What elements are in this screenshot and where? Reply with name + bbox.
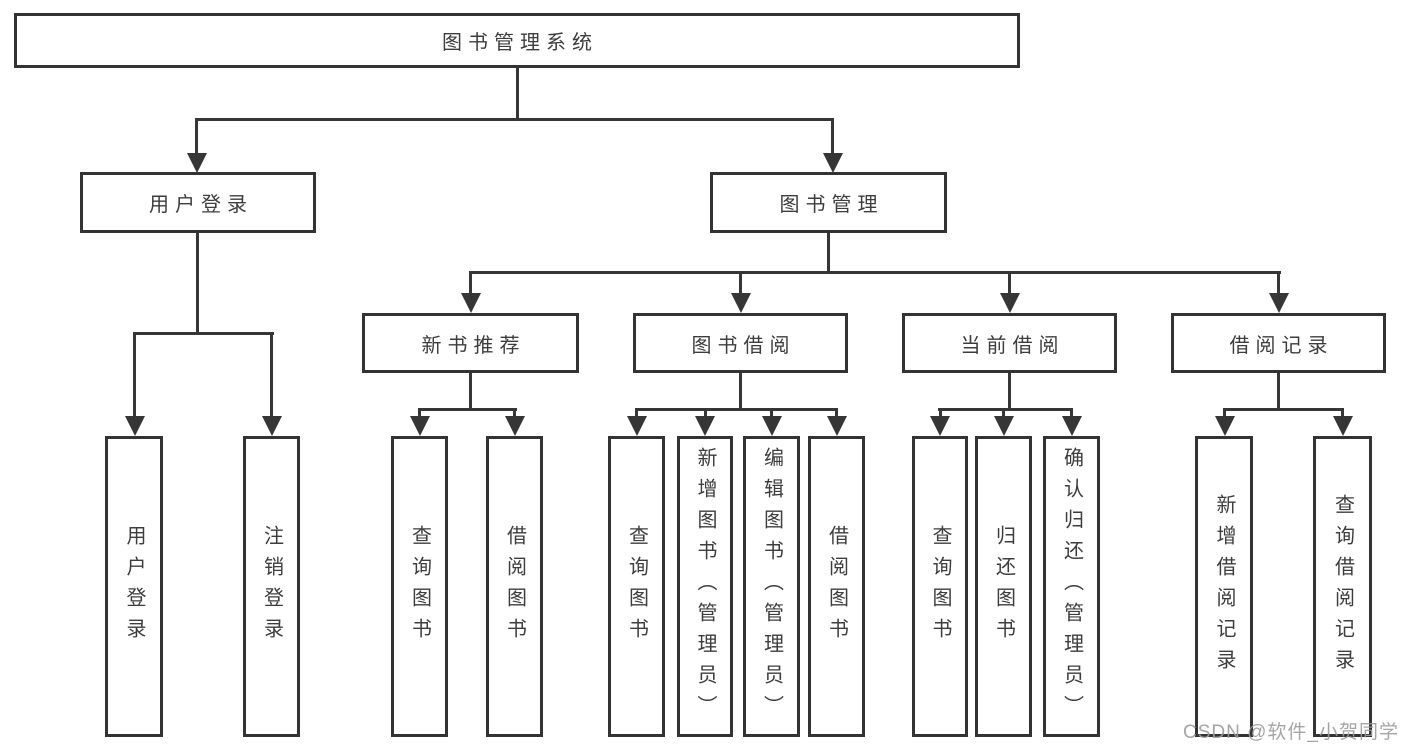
node-br-query-record: 查询借阅记录 <box>1313 436 1372 737</box>
arrow-down-icon <box>1269 293 1289 313</box>
node-leaf-user-login-label: 用户登录 <box>123 524 145 649</box>
arrow-down-icon <box>827 416 847 436</box>
node-root-label: 图书管理系统 <box>442 32 598 54</box>
arrow-down-icon <box>731 293 751 313</box>
node-book-borrowing-label: 图书借阅 <box>691 334 796 357</box>
connector-line <box>635 411 638 417</box>
node-nbr-borrow-books-label: 借阅图书 <box>503 524 526 649</box>
arrow-down-icon <box>410 416 430 436</box>
connector-line <box>418 411 421 417</box>
arrow-down-icon <box>1000 293 1020 313</box>
node-new-book-recommend-label: 新书推荐 <box>421 334 526 357</box>
arrow-down-icon <box>187 153 207 173</box>
node-book-management-label: 图书管理 <box>779 194 884 216</box>
node-cb-confirm-return-admin-label: 确认归还（管理员） <box>1060 447 1083 726</box>
connector-line <box>827 233 830 273</box>
connector-line <box>939 411 942 417</box>
connector-line <box>635 408 838 411</box>
node-cb-confirm-return-admin: 确认归还（管理员） <box>1043 436 1100 737</box>
connector-line <box>469 271 1281 274</box>
arrow-down-icon <box>823 153 843 173</box>
node-cb-query-books-label: 查询图书 <box>929 524 951 649</box>
node-leaf-user-login: 用户登录 <box>105 436 163 737</box>
arrow-down-icon <box>1062 416 1082 436</box>
arrow-down-icon <box>125 416 145 436</box>
node-bb-edit-books-admin: 编辑图书（管理员） <box>743 436 800 737</box>
node-current-borrowing-label: 当前借阅 <box>960 334 1065 357</box>
connector-line <box>195 118 834 121</box>
connector-line <box>835 411 838 417</box>
node-bb-borrow-books-label: 借阅图书 <box>825 524 848 649</box>
arrow-down-icon <box>930 416 950 436</box>
node-leaf-logout: 注销登录 <box>243 436 300 737</box>
arrow-down-icon <box>1333 416 1353 436</box>
node-bb-edit-books-admin-label: 编辑图书（管理员） <box>760 447 783 726</box>
connector-line <box>1070 411 1073 417</box>
connector-line <box>1008 274 1011 294</box>
connector-line <box>133 335 136 417</box>
arrow-down-icon <box>505 416 525 436</box>
node-new-book-recommend: 新书推荐 <box>362 313 579 373</box>
connector-line <box>831 121 834 154</box>
node-bb-query-books: 查询图书 <box>608 436 665 737</box>
connector-line <box>1277 373 1280 410</box>
connector-line <box>770 411 773 417</box>
node-bb-borrow-books: 借阅图书 <box>808 436 865 737</box>
connector-line <box>469 274 472 294</box>
node-borrowing-records-label: 借阅记录 <box>1229 334 1334 357</box>
connector-line <box>1223 411 1226 417</box>
arrow-down-icon <box>1215 416 1235 436</box>
node-bb-query-books-label: 查询图书 <box>625 524 648 649</box>
node-current-borrowing: 当前借阅 <box>902 313 1117 373</box>
connector-line <box>1277 274 1280 294</box>
node-book-management: 图书管理 <box>710 172 947 233</box>
node-cb-return-books: 归还图书 <box>975 436 1032 737</box>
connector-line <box>133 332 274 335</box>
connector-line <box>739 373 742 410</box>
connector-line <box>1341 411 1344 417</box>
arrow-down-icon <box>461 293 481 313</box>
node-borrowing-records: 借阅记录 <box>1171 313 1386 373</box>
node-br-add-record-label: 新增借阅记录 <box>1213 493 1235 680</box>
node-br-query-record-label: 查询借阅记录 <box>1331 493 1354 680</box>
arrow-down-icon <box>695 416 715 436</box>
connector-line <box>1002 411 1005 417</box>
connector-line <box>196 233 199 333</box>
node-book-borrowing: 图书借阅 <box>633 313 848 373</box>
connector-line <box>704 411 707 417</box>
connector-line <box>270 335 273 417</box>
node-cb-query-books: 查询图书 <box>912 436 968 737</box>
arrow-down-icon <box>262 416 282 436</box>
node-user-login: 用户登录 <box>80 172 316 233</box>
node-nbr-query-books: 查询图书 <box>391 436 448 737</box>
csdn-watermark: CSDN @软件_小贺同学 <box>1183 722 1399 743</box>
connector-line <box>1008 373 1011 410</box>
connector-line <box>938 408 1073 411</box>
connector-line <box>739 274 742 294</box>
node-root: 图书管理系统 <box>14 13 1020 68</box>
connector-line <box>1223 408 1344 411</box>
arrow-down-icon <box>994 416 1014 436</box>
connector-line <box>516 68 519 118</box>
node-user-login-label: 用户登录 <box>149 194 253 216</box>
connector-line <box>513 411 516 417</box>
connector-line <box>469 373 472 410</box>
node-leaf-logout-label: 注销登录 <box>260 524 283 649</box>
arrow-down-icon <box>627 416 647 436</box>
connector-line <box>195 121 198 154</box>
arrow-down-icon <box>762 416 782 436</box>
node-cb-return-books-label: 归还图书 <box>992 524 1015 649</box>
node-br-add-record: 新增借阅记录 <box>1195 436 1253 737</box>
connector-line <box>418 408 517 411</box>
node-nbr-borrow-books: 借阅图书 <box>486 436 543 737</box>
node-bb-add-books-admin-label: 新增图书（管理员） <box>694 447 716 726</box>
node-nbr-query-books-label: 查询图书 <box>408 524 431 649</box>
node-bb-add-books-admin: 新增图书（管理员） <box>677 436 733 737</box>
